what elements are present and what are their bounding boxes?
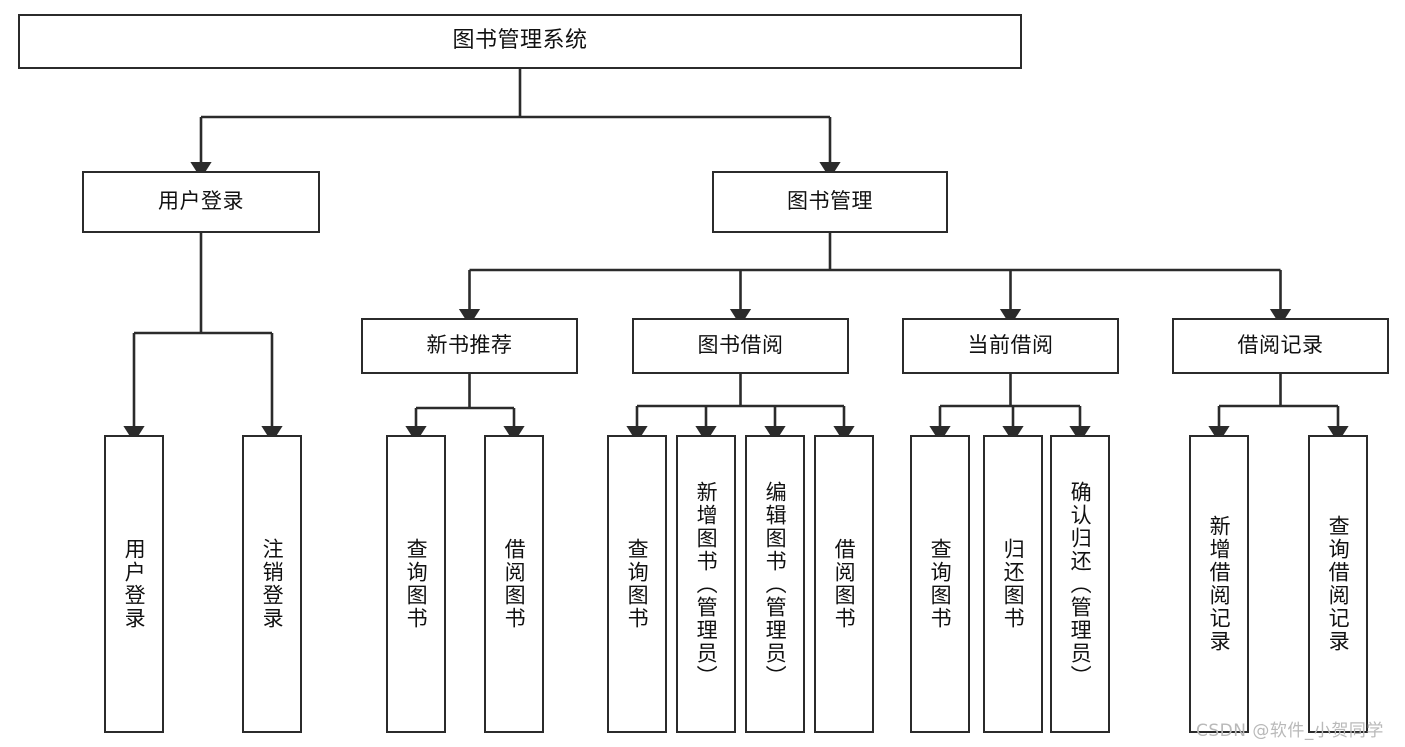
node-label: 查询图书	[404, 538, 429, 630]
node-leaf-borrow-book-2[interactable]: 借阅图书	[814, 435, 874, 733]
node-current-borrow[interactable]: 当前借阅	[902, 318, 1119, 374]
node-label: 图书借阅	[697, 333, 784, 358]
node-label: 归还图书	[1001, 538, 1026, 630]
node-label: 当前借阅	[967, 333, 1054, 358]
node-label: 确认归还（管理员）	[1068, 480, 1093, 688]
node-leaf-query-book-1[interactable]: 查询图书	[386, 435, 446, 733]
node-user-login[interactable]: 用户登录	[82, 171, 320, 233]
node-label: 图书管理系统	[452, 28, 588, 54]
node-label: 借阅图书	[832, 538, 857, 630]
node-book-mgmt[interactable]: 图书管理	[712, 171, 948, 233]
node-label: 借阅图书	[502, 538, 527, 630]
node-label: 图书管理	[787, 189, 873, 214]
node-label: 新书推荐	[426, 333, 513, 358]
node-leaf-add-record[interactable]: 新增借阅记录	[1189, 435, 1249, 733]
node-book-borrow[interactable]: 图书借阅	[632, 318, 849, 374]
node-leaf-query-book-3[interactable]: 查询图书	[910, 435, 970, 733]
node-leaf-return-book[interactable]: 归还图书	[983, 435, 1043, 733]
node-label: 借阅记录	[1237, 333, 1324, 358]
node-label: 注销登录	[260, 538, 285, 630]
node-label: 查询借阅记录	[1326, 515, 1351, 653]
node-leaf-user-login[interactable]: 用户登录	[104, 435, 164, 733]
node-new-book-rec[interactable]: 新书推荐	[361, 318, 578, 374]
node-leaf-borrow-book-1[interactable]: 借阅图书	[484, 435, 544, 733]
node-label: 用户登录	[158, 189, 244, 214]
node-leaf-add-book[interactable]: 新增图书（管理员）	[676, 435, 736, 733]
node-label: 用户登录	[122, 538, 147, 630]
node-leaf-edit-book[interactable]: 编辑图书（管理员）	[745, 435, 805, 733]
node-label: 新增图书（管理员）	[694, 480, 719, 688]
node-label: 查询图书	[928, 538, 953, 630]
node-label: 查询图书	[625, 538, 650, 630]
node-label: 编辑图书（管理员）	[763, 480, 788, 688]
node-leaf-logout[interactable]: 注销登录	[242, 435, 302, 733]
node-leaf-query-book-2[interactable]: 查询图书	[607, 435, 667, 733]
node-root[interactable]: 图书管理系统	[18, 14, 1022, 69]
csdn-watermark: CSDN @软件_小贺同学	[1196, 721, 1384, 741]
node-label: 新增借阅记录	[1207, 515, 1232, 653]
node-borrow-record[interactable]: 借阅记录	[1172, 318, 1389, 374]
node-leaf-confirm-return[interactable]: 确认归还（管理员）	[1050, 435, 1110, 733]
node-leaf-query-record[interactable]: 查询借阅记录	[1308, 435, 1368, 733]
